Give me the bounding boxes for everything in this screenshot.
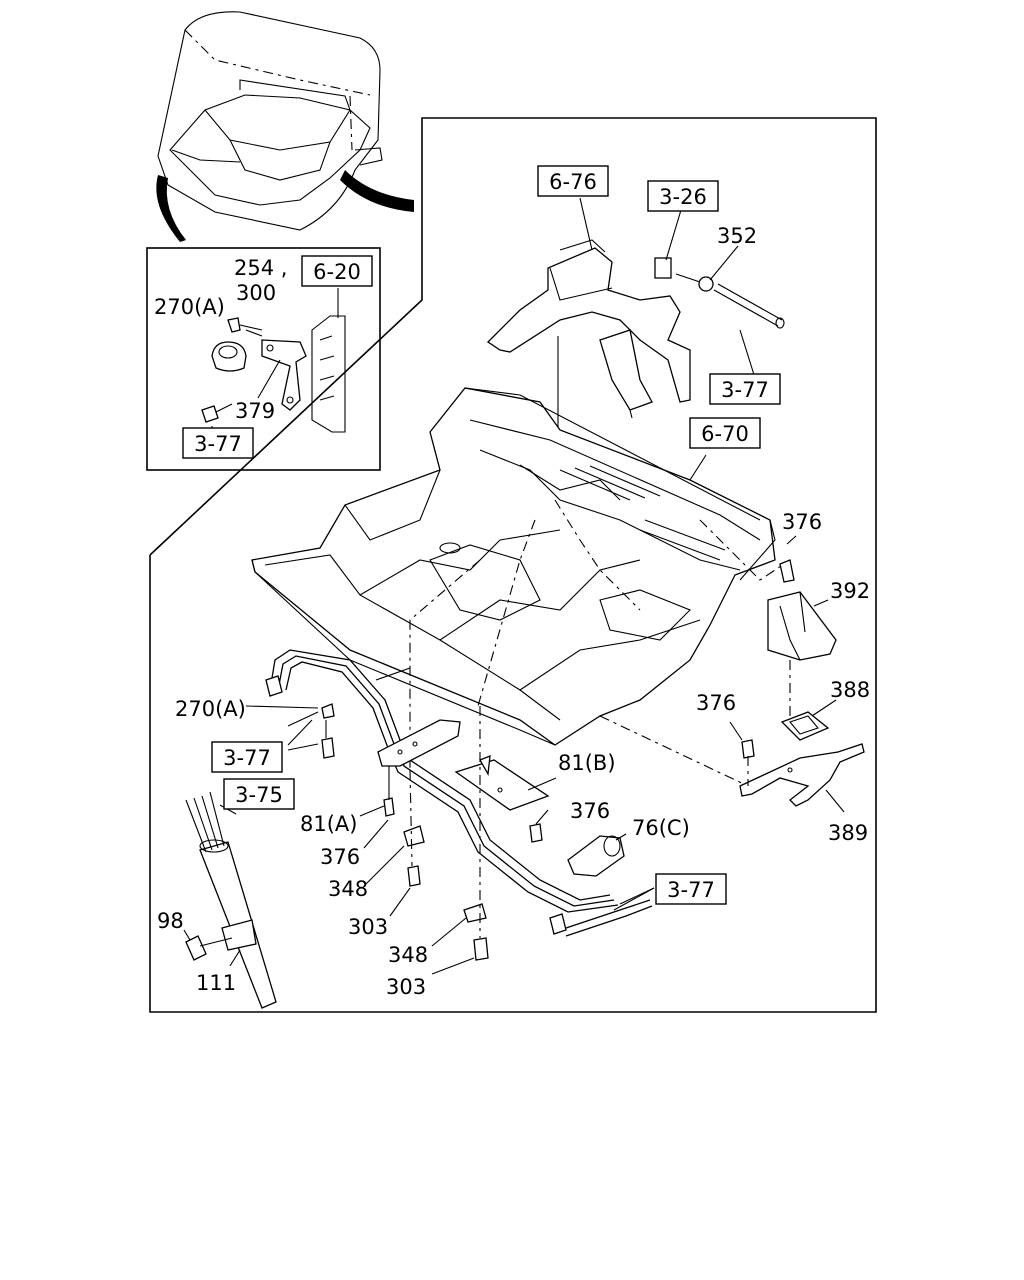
part-label-303-b: 303 (386, 975, 426, 999)
svg-text:3-77: 3-77 (194, 432, 242, 456)
part-label-303-a: 303 (348, 915, 388, 939)
svg-text:3-77: 3-77 (721, 378, 769, 402)
part-label-376-a: 376 (782, 510, 822, 534)
part-label-348-a: 348 (328, 877, 368, 901)
ref-box-3-77-bottom: 3-77 (655, 873, 727, 905)
part-label-352: 352 (717, 224, 757, 248)
part-label-392: 392 (830, 579, 870, 603)
part-label-300: 300 (236, 281, 276, 305)
ref-box-6-70: 6-70 (689, 417, 761, 449)
part-label-348-b: 348 (388, 943, 428, 967)
part-label-376-b: 376 (696, 691, 736, 715)
inset-detail (201, 288, 346, 433)
part-label-81a: 81(A) (300, 812, 357, 836)
floor-panel (251, 387, 791, 787)
part-label-98: 98 (157, 909, 184, 933)
svg-text:3-77: 3-77 (223, 746, 271, 770)
ref-box-3-77-top: 3-77 (709, 373, 781, 405)
part-label-270a-main: 270(A) (175, 697, 246, 721)
connector-76c (567, 833, 627, 877)
ref-box-3-26: 3-26 (647, 180, 719, 212)
pipe-clamps (287, 703, 550, 961)
part-label-379: 379 (235, 399, 275, 423)
part-label-254: 254 , (234, 256, 287, 280)
svg-text:3-26: 3-26 (659, 185, 707, 209)
ref-box-3-77-left: 3-77 (211, 741, 283, 773)
part-label-81b: 81(B) (558, 751, 616, 775)
inset-frame (146, 247, 381, 471)
ref-box-6-76: 6-76 (537, 165, 609, 197)
leader-lines (245, 705, 557, 975)
ref-box-6-20: 6-20 (301, 255, 373, 287)
part-label-111: 111 (196, 971, 236, 995)
main-frame-outline (149, 117, 877, 1013)
svg-text:3-75: 3-75 (235, 783, 283, 807)
svg-text:6-20: 6-20 (313, 260, 361, 284)
ref-box-3-75: 3-75 (223, 778, 295, 810)
part-label-270a-inset: 270(A) (154, 295, 225, 319)
harness-tube (183, 791, 277, 1009)
part-label-376-d: 376 (320, 845, 360, 869)
part-label-76c: 76(C) (632, 816, 690, 840)
part-label-389: 389 (828, 821, 868, 845)
svg-text:6-70: 6-70 (701, 422, 749, 446)
part-label-376-c: 376 (570, 799, 610, 823)
svg-text:6-76: 6-76 (549, 170, 597, 194)
svg-text:3-77: 3-77 (667, 878, 715, 902)
ref-box-3-77-inset: 3-77 (182, 427, 254, 459)
right-brackets (729, 535, 865, 813)
cab-thumbnail (156, 11, 414, 242)
part-label-388: 388 (830, 678, 870, 702)
